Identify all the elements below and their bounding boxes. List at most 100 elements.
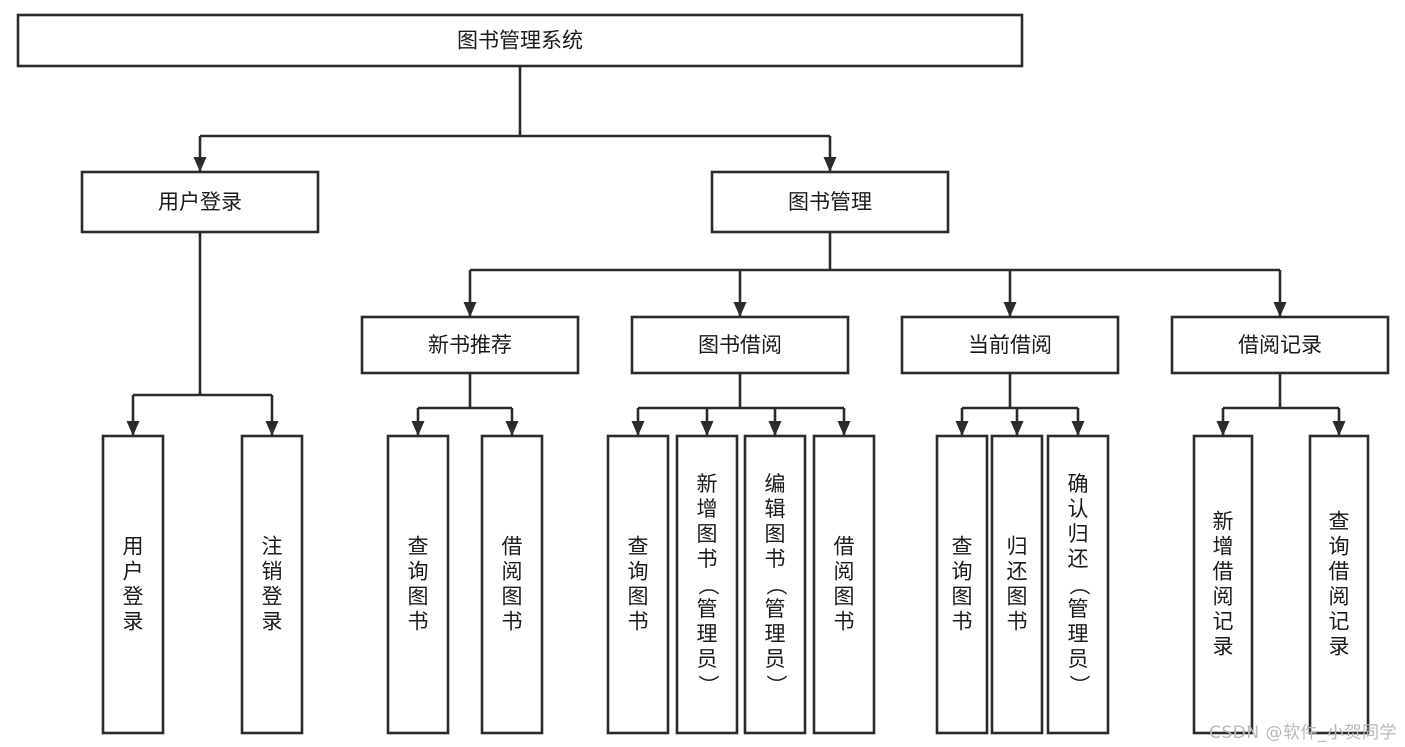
node-leaf-edit-book-admin-label-char: 理	[765, 622, 786, 646]
edge-book-manage-arrowhead-2	[1003, 302, 1017, 317]
edge-current-borrow-arrowhead-0	[955, 421, 969, 436]
node-leaf-user-login-rect	[101, 434, 165, 735]
node-current-borrow[interactable]: 当前借阅	[900, 315, 1120, 375]
node-leaf-user-login-label-char: 录	[123, 610, 144, 634]
edge-book-manage-arrowhead-3	[1273, 302, 1287, 317]
node-leaf-confirm-return-label-char: 还	[1068, 547, 1089, 571]
node-leaf-add-book-admin-label-char: 理	[697, 622, 718, 646]
node-leaf-logout-login-label-char: 注	[262, 535, 283, 559]
node-leaf-add-borrow-record-rect	[1192, 434, 1254, 735]
connector-edges-layer	[126, 66, 1346, 436]
node-user-login-rect	[80, 170, 320, 234]
node-leaf-query-book-current-label-char: 查	[952, 535, 973, 559]
edge-borrow-record-arrowhead-1	[1332, 421, 1346, 436]
node-leaf-query-book-borrow-rect	[606, 434, 670, 735]
edge-book-borrow-arrowhead-1	[700, 421, 714, 436]
edge-root-arrowhead-0	[193, 157, 207, 172]
node-leaf-add-book-admin-rect	[675, 434, 739, 735]
node-leaf-confirm-return-label-char: 认	[1068, 497, 1089, 521]
node-root-book-management-system-label: 图书管理系统	[457, 29, 583, 53]
node-leaf-confirm-return-label-char: 管	[1068, 597, 1089, 621]
node-leaf-return-book-label-char: 图	[1007, 585, 1028, 609]
node-leaf-add-book-admin-label-char: 新	[697, 472, 718, 496]
edge-book-borrow-arrowhead-2	[768, 421, 782, 436]
node-leaf-add-book-admin-label-char: 图	[697, 522, 718, 546]
node-user-login-label: 用户登录	[158, 190, 242, 214]
node-boxes-layer: 图书管理系统用户登录图书管理新书推荐图书借阅当前借阅借阅记录用户登录注销登录查询…	[16, 13, 1390, 735]
node-leaf-borrow-book-label-char: 图	[834, 585, 855, 609]
node-leaf-query-borrow-record-label-char: 阅	[1329, 585, 1350, 609]
node-leaf-borrow-book-label-char: 借	[834, 535, 855, 559]
node-leaf-add-book-admin-label-char: 员	[697, 647, 718, 671]
node-leaf-edit-book-admin-label-char: 员	[765, 647, 786, 671]
node-borrow-record-label: 借阅记录	[1238, 333, 1322, 357]
node-leaf-query-book-current-rect	[935, 434, 989, 735]
edge-current-borrow-arrowhead-2	[1071, 421, 1085, 436]
node-leaf-logout-login-label-char: 登	[262, 585, 283, 609]
node-leaf-query-borrow-record-label-char: 记	[1329, 610, 1350, 634]
node-leaf-query-book-borrow-label-char: 查	[628, 535, 649, 559]
node-book-borrow[interactable]: 图书借阅	[630, 315, 850, 375]
node-leaf-logout-login-rect	[240, 434, 304, 735]
node-leaf-borrow-book-rect	[812, 434, 876, 735]
node-user-login[interactable]: 用户登录	[80, 170, 320, 234]
node-leaf-borrow-book-rec-label-char: 图	[502, 585, 523, 609]
node-leaf-return-book-label-char: 归	[1007, 535, 1028, 559]
node-borrow-record[interactable]: 借阅记录	[1170, 315, 1390, 375]
node-leaf-add-borrow-record-label-char: 新	[1213, 510, 1234, 534]
node-leaf-edit-book-admin-label-char: （	[764, 575, 788, 596]
node-leaf-query-borrow-record-label-char: 录	[1329, 635, 1350, 659]
node-leaf-add-borrow-record-label-char: 借	[1213, 560, 1234, 584]
node-leaf-confirm-return-label-char: 确	[1068, 472, 1089, 496]
node-leaf-return-book-label-char: 书	[1007, 610, 1028, 634]
node-leaf-add-book-admin-label-char: （	[696, 575, 720, 596]
node-leaf-confirm-return-label-char: 员	[1068, 647, 1089, 671]
node-leaf-user-login[interactable]: 用户登录	[101, 434, 165, 735]
node-leaf-logout-login-label-char: 销	[262, 560, 283, 584]
node-leaf-add-book-admin-label-char: 管	[697, 597, 718, 621]
node-leaf-user-login-label-char: 用	[123, 535, 144, 559]
node-current-borrow-label: 当前借阅	[968, 333, 1052, 357]
node-borrow-record-rect	[1170, 315, 1390, 375]
edge-user-login-arrowhead-1	[265, 421, 279, 436]
node-leaf-edit-book-admin-label-char: 书	[765, 547, 786, 571]
node-leaf-borrow-book-rec-label-char: 阅	[502, 560, 523, 584]
node-leaf-confirm-return-label-char: 归	[1068, 522, 1089, 546]
node-leaf-add-book-admin-label-char: 书	[697, 547, 718, 571]
node-new-book-recommend-rect	[360, 315, 580, 375]
node-leaf-add-borrow-record-label-char: 录	[1213, 635, 1234, 659]
edge-book-manage-arrowhead-1	[733, 302, 747, 317]
node-leaf-user-login-label-char: 户	[123, 560, 144, 584]
node-leaf-query-book-current-label-char: 询	[952, 560, 973, 584]
node-root-book-management-system[interactable]: 图书管理系统	[16, 13, 1024, 68]
node-leaf-borrow-book-rec-label-char: 借	[502, 535, 523, 559]
node-new-book-recommend[interactable]: 新书推荐	[360, 315, 580, 375]
node-book-manage-label: 图书管理	[788, 190, 872, 214]
node-leaf-query-book-rec-label-char: 图	[408, 585, 429, 609]
node-leaf-add-book-admin-label-char: ）	[696, 675, 720, 696]
node-leaf-query-borrow-record-rect	[1308, 434, 1370, 735]
node-book-manage[interactable]: 图书管理	[710, 170, 950, 234]
node-leaf-query-borrow-record-label-char: 借	[1329, 560, 1350, 584]
edge-book-borrow-arrowhead-0	[631, 421, 645, 436]
node-new-book-recommend-label: 新书推荐	[428, 333, 512, 357]
node-leaf-query-book-current-label-char: 图	[952, 585, 973, 609]
node-leaf-edit-book-admin-rect	[743, 434, 807, 735]
edge-new-book-recommend-arrowhead-1	[505, 421, 519, 436]
edge-current-borrow-arrowhead-1	[1010, 421, 1024, 436]
node-leaf-query-book-rec-rect	[386, 434, 450, 735]
edge-book-manage-arrowhead-0	[463, 302, 477, 317]
